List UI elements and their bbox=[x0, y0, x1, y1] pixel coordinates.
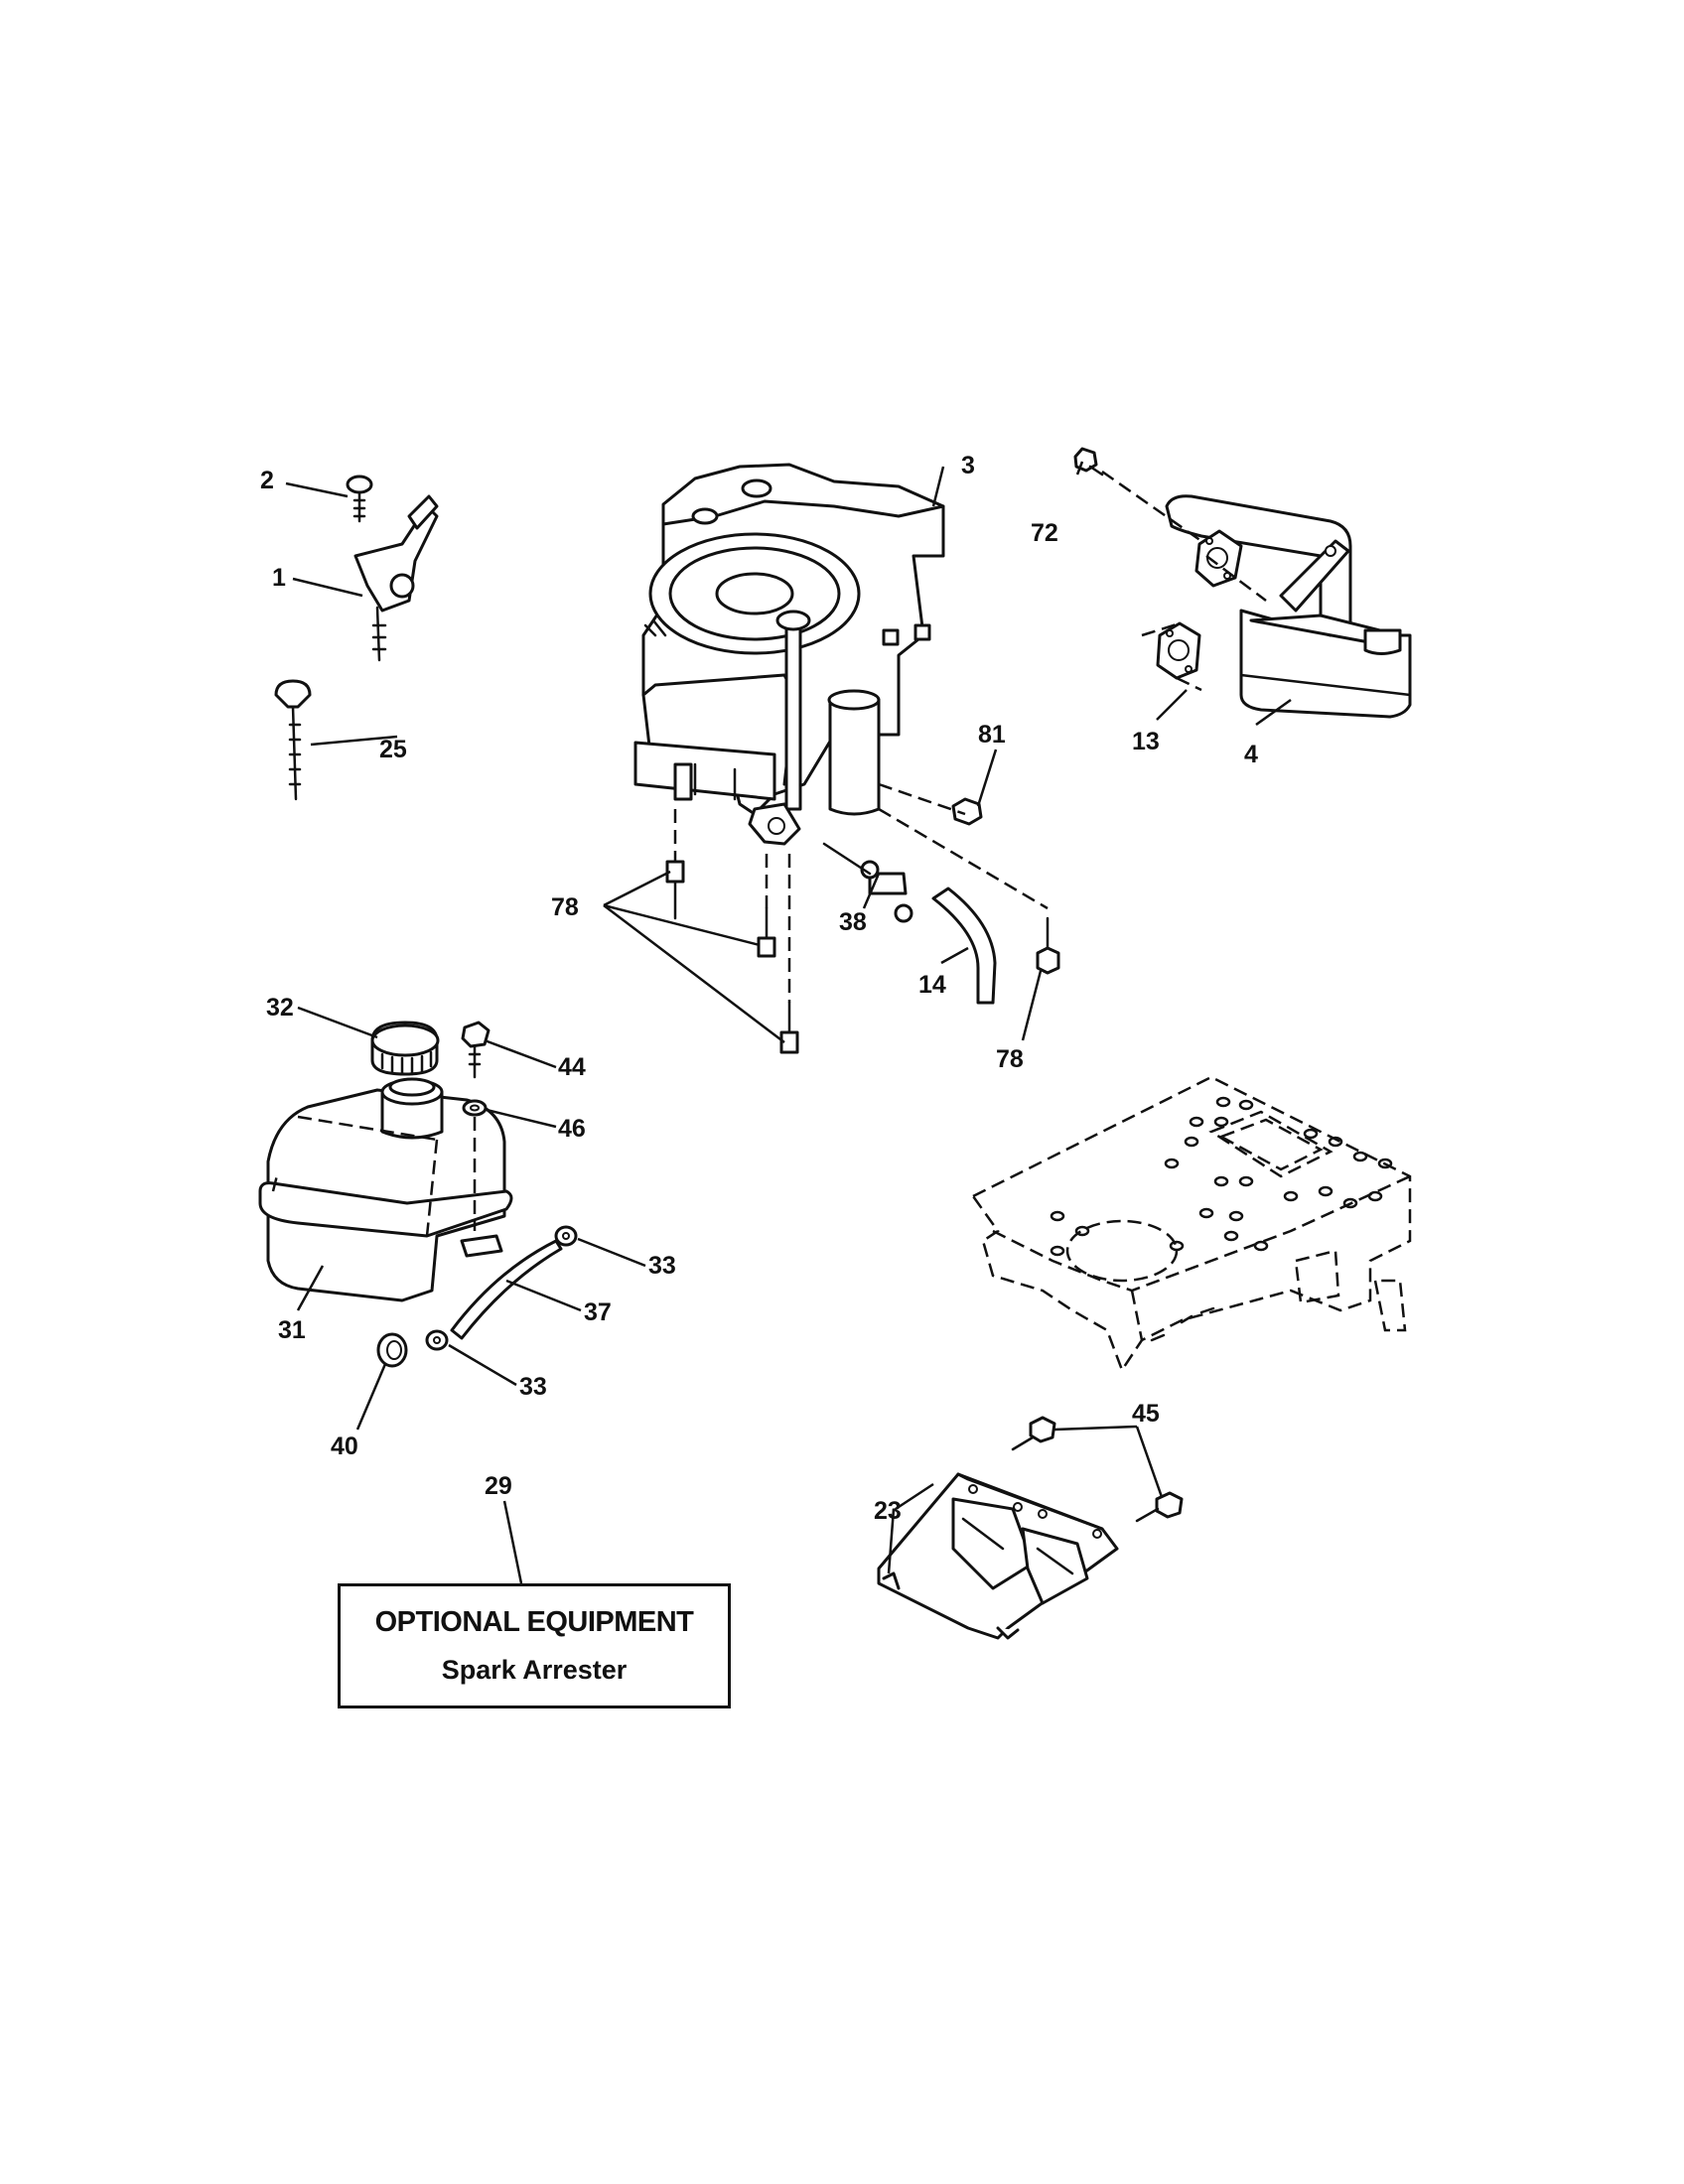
callout-38: 38 bbox=[839, 908, 867, 936]
hose-clamp-top bbox=[554, 1225, 578, 1247]
callout-81: 81 bbox=[978, 721, 1006, 749]
callout-29: 29 bbox=[485, 1472, 512, 1500]
callout-46: 46 bbox=[558, 1115, 586, 1143]
callout-14: 14 bbox=[918, 971, 946, 999]
fuel-filter bbox=[822, 842, 913, 923]
callout-44: 44 bbox=[558, 1053, 586, 1081]
callout-33a: 33 bbox=[648, 1252, 676, 1280]
fuel-hose bbox=[450, 1239, 563, 1340]
washer-46 bbox=[462, 1099, 488, 1231]
nut-81 bbox=[951, 797, 983, 826]
bolt-78-d bbox=[1036, 916, 1060, 975]
callout-78a: 78 bbox=[551, 893, 579, 921]
bolt-78-a bbox=[665, 860, 685, 920]
callout-45: 45 bbox=[1132, 1400, 1160, 1428]
callout-33b: 33 bbox=[519, 1373, 547, 1401]
fuel-cap bbox=[370, 1021, 440, 1076]
muffler bbox=[1165, 494, 1412, 719]
chassis-plate bbox=[971, 1075, 1412, 1373]
fuel-tank bbox=[258, 1077, 513, 1302]
callouts: 2 1 3 72 13 4 81 25 78 38 14 78 32 44 46… bbox=[260, 452, 1258, 1525]
callout-25: 25 bbox=[379, 736, 407, 763]
callout-31: 31 bbox=[278, 1316, 306, 1344]
bolt-78-b bbox=[757, 906, 776, 958]
heat-shield bbox=[877, 1472, 1119, 1640]
screw-45-b bbox=[1135, 1491, 1184, 1523]
gasket-13 bbox=[1156, 529, 1243, 680]
callout-72: 72 bbox=[1031, 519, 1058, 547]
callout-1: 1 bbox=[272, 564, 286, 592]
bolt-78-c bbox=[779, 1001, 799, 1054]
callout-23: 23 bbox=[874, 1497, 902, 1525]
screw-2 bbox=[346, 475, 373, 523]
optional-equipment-subtitle: Spark Arrester bbox=[441, 1655, 628, 1685]
grommet bbox=[376, 1332, 408, 1368]
assembly-lines bbox=[673, 470, 1267, 1003]
hose-clamp-bottom bbox=[425, 1329, 449, 1351]
optional-equipment-box: OPTIONAL EQUIPMENT Spark Arrester bbox=[338, 1583, 731, 1708]
callout-4: 4 bbox=[1244, 741, 1258, 768]
callout-13: 13 bbox=[1132, 728, 1160, 755]
callout-78b: 78 bbox=[996, 1045, 1024, 1073]
callout-40: 40 bbox=[331, 1433, 358, 1460]
optional-equipment-title: OPTIONAL EQUIPMENT bbox=[374, 1606, 694, 1638]
callout-3: 3 bbox=[961, 452, 975, 479]
fuel-line bbox=[931, 887, 997, 1005]
leader-lines bbox=[285, 461, 1292, 1584]
screw-44 bbox=[461, 1021, 491, 1079]
screw-45-a bbox=[1011, 1416, 1056, 1451]
callout-2: 2 bbox=[260, 467, 274, 494]
engine bbox=[633, 463, 945, 846]
choke-knob bbox=[274, 679, 312, 801]
callout-32: 32 bbox=[266, 994, 294, 1022]
throttle-bracket bbox=[353, 494, 439, 662]
callout-37: 37 bbox=[584, 1298, 612, 1326]
